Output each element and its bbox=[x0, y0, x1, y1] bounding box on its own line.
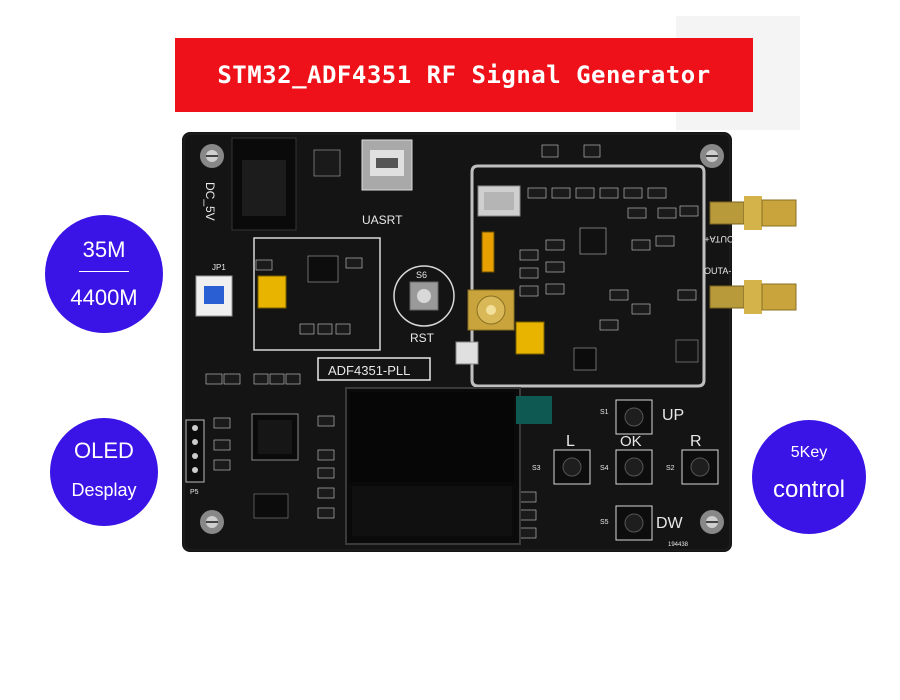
pll-label: ADF4351-PLL bbox=[328, 363, 410, 378]
key-left[interactable] bbox=[553, 449, 591, 485]
oled-display bbox=[345, 387, 552, 545]
badge-5key-control: 5Key control bbox=[752, 420, 866, 534]
dc-label: DC_5V bbox=[203, 182, 217, 221]
serial-label: 194438 bbox=[668, 542, 689, 548]
sma-connector-outa-plus bbox=[709, 196, 797, 230]
tantalum-capacitor bbox=[515, 321, 545, 355]
badge-freq-min: 35M bbox=[82, 237, 126, 262]
usb-connector bbox=[361, 139, 413, 191]
key-ok-label: OK bbox=[620, 433, 642, 450]
dc-power-jack bbox=[231, 137, 297, 231]
tantalum-capacitor bbox=[257, 275, 287, 309]
mcu-chip bbox=[251, 413, 299, 461]
badge-oled-line1: OLED bbox=[74, 438, 134, 463]
badge-divider bbox=[79, 271, 129, 272]
key-right[interactable] bbox=[681, 449, 719, 485]
badge-oled-display: OLED Desplay bbox=[50, 418, 158, 526]
outa-minus-label: OUTA- bbox=[704, 266, 731, 276]
key-down-label: DW bbox=[656, 515, 684, 532]
usb-label: UASRT bbox=[362, 213, 403, 227]
key-left-label: L bbox=[566, 433, 575, 450]
badge-oled-line2: Desplay bbox=[71, 480, 137, 500]
p5-label: P5 bbox=[190, 489, 199, 496]
rst-label: RST bbox=[410, 331, 435, 345]
key-up[interactable] bbox=[615, 399, 653, 435]
key-right-label: R bbox=[690, 433, 702, 450]
s1-label: S1 bbox=[600, 409, 609, 416]
key-down[interactable] bbox=[615, 505, 653, 541]
key-up-label: UP bbox=[662, 407, 684, 424]
switch-label: S6 bbox=[416, 270, 427, 280]
sma-connector-outa-minus bbox=[709, 280, 797, 314]
sma-reference-connector bbox=[467, 289, 515, 331]
s4-label: S4 bbox=[600, 465, 609, 472]
s3-label: S3 bbox=[532, 465, 541, 472]
badge-frequency-range: 35M 4400M bbox=[45, 215, 163, 333]
title-banner: STM32_ADF4351 RF Signal Generator bbox=[175, 38, 753, 112]
jumper-label: JP1 bbox=[212, 263, 226, 272]
outa-plus-label: OUTA+ bbox=[704, 234, 734, 244]
key-ok[interactable] bbox=[615, 449, 653, 485]
mounting-holes bbox=[200, 144, 724, 534]
badge-freq-max: 4400M bbox=[70, 285, 138, 310]
s5-label: S5 bbox=[600, 519, 609, 526]
s2-label: S2 bbox=[666, 465, 675, 472]
banner-title: STM32_ADF4351 RF Signal Generator bbox=[217, 61, 711, 89]
badge-key-line2: control bbox=[772, 476, 846, 503]
smd-components bbox=[205, 187, 699, 539]
badge-key-line1: 5Key bbox=[790, 444, 828, 461]
